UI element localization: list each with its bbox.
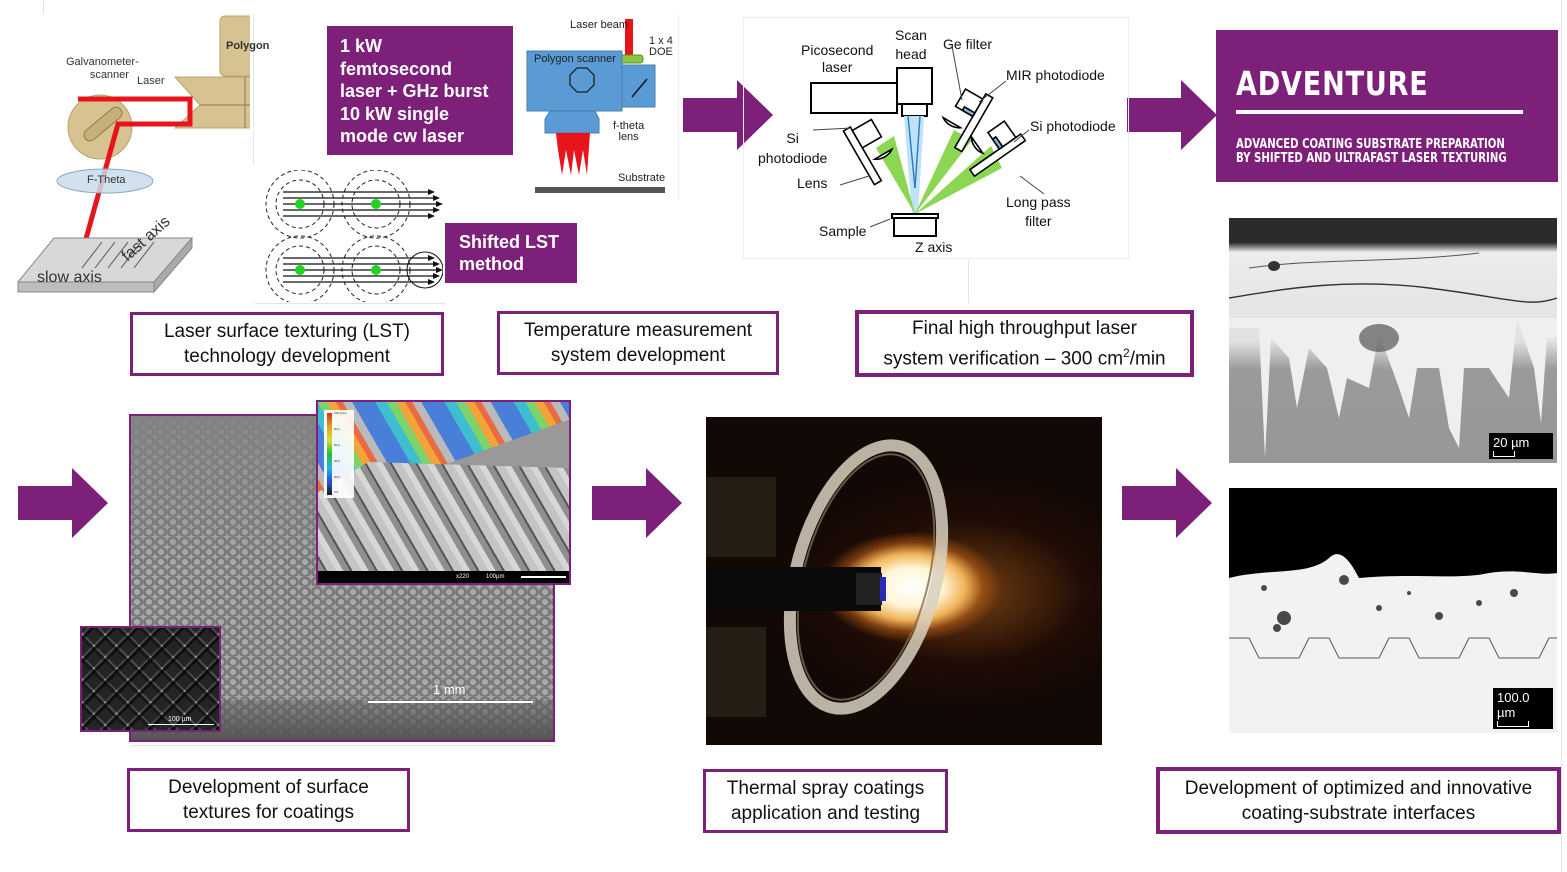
micrograph-sharp-interface: 20 µm <box>1229 218 1557 463</box>
slow-axis-label: slow axis <box>37 269 102 286</box>
main-scale-bar <box>368 701 533 703</box>
scale-bar-20um: 20 µm <box>1489 433 1553 459</box>
polygon-prism <box>173 76 312 129</box>
lst-point-2 <box>371 199 381 209</box>
arrow-right-icon <box>1127 80 1217 150</box>
micrograph-textured-interface: 100.0 µm <box>1229 488 1557 733</box>
long-pass-filter-label: Long pass filter <box>1006 194 1071 229</box>
shifted-lst-diagram <box>258 169 444 305</box>
divider <box>253 14 254 164</box>
picosecond-laser-body <box>810 82 898 114</box>
sample-label: Sample <box>819 223 867 239</box>
arrow-right-icon <box>592 468 682 538</box>
mir-photodiode-label: MIR photodiode <box>1006 67 1105 83</box>
substrate-plate <box>535 187 665 193</box>
project-subtitle: ADVANCED COATING SUBSTRATE PREPARATION B… <box>1236 137 1507 166</box>
caption-final-verification: Final high throughput laser system verif… <box>855 310 1194 377</box>
lst-scanning-diagram: Polygon Galvanometer- scanner Laser F-Th… <box>10 10 312 300</box>
lst-point-4 <box>371 265 381 275</box>
divider <box>255 303 445 304</box>
polygon-scanner-illustration <box>526 19 665 193</box>
laser-beam-path <box>78 96 193 254</box>
caption-lst-development: Laser surface texturing (LST) technology… <box>130 312 444 376</box>
shifted-lst-points <box>295 199 381 275</box>
main-scale-label: 1 mm <box>433 682 466 697</box>
thermal-spray-photo <box>706 417 1102 745</box>
laser-beam <box>625 19 633 55</box>
colormap-legend: 100,0 µm 80,0 60,0 40,0 20,0 0,0 <box>324 410 354 498</box>
divider <box>130 745 555 746</box>
substrate-label: Substrate <box>618 172 666 184</box>
temperature-measurement-diagram: Picosecond laser Scan head Ge filter MIR… <box>743 17 1129 259</box>
arrow-right-icon <box>18 468 108 538</box>
project-title-banner: ADVENTURE ADVANCED COATING SUBSTRATE PRE… <box>1216 30 1558 182</box>
lens-label: Lens <box>797 175 828 191</box>
spray-gun-illustration <box>706 439 949 717</box>
arrow-right-icon <box>1122 468 1212 538</box>
caption-coating-interfaces: Development of optimized and innovative … <box>1156 767 1561 834</box>
galvanometer-label: Galvanometer- scanner <box>66 56 139 81</box>
lst-point-1 <box>295 199 305 209</box>
caption-temperature-development: Temperature measurement system developme… <box>497 311 779 375</box>
z-axis-stage <box>893 217 937 237</box>
caption-thermal-spray: Thermal spray coatings application and t… <box>703 769 948 833</box>
scan-head-label: Scan head <box>895 27 927 62</box>
temperature-setup-illustration <box>810 45 1045 237</box>
title-underline <box>1236 110 1523 114</box>
polygon-scanner-diagram: Laser beam 1 x 4 DOE Polygon scanner f-t… <box>525 15 679 199</box>
polygon-label: Polygon <box>226 40 270 52</box>
arrow-right-icon <box>683 80 773 150</box>
laser-beamlets <box>556 133 590 175</box>
picosecond-laser-label: Picosecond laser <box>801 42 874 75</box>
colormap-info-bar: x220 100µm <box>318 571 569 583</box>
inset-scale-label: 100 µm <box>168 716 192 723</box>
shifted-lst-method-box: Shifted LST method <box>445 223 577 283</box>
polygon-mirror <box>569 67 595 93</box>
scan-head-body <box>896 67 933 105</box>
divider <box>43 0 44 14</box>
lst-point-3 <box>295 265 305 275</box>
doe-label: 1 x 4 DOE <box>649 35 673 58</box>
divider <box>1561 0 1562 872</box>
laser-label: Laser <box>137 75 165 87</box>
project-title: ADVENTURE <box>1236 64 1429 103</box>
si-photodiode-left-label: Si photodiode <box>758 130 828 166</box>
height-colormap-inset: 100,0 µm 80,0 60,0 40,0 20,0 0,0 x220 10… <box>316 400 571 585</box>
shifted-lst-illustration <box>265 169 444 305</box>
f-theta-label: f-theta lens <box>613 120 645 143</box>
z-axis-label: Z axis <box>915 239 953 255</box>
ge-filter-label: Ge filter <box>943 36 993 52</box>
f-theta-lens <box>56 168 154 194</box>
caption-surface-textures: Development of surface textures for coat… <box>127 768 410 832</box>
si-photodiode-right-label: Si photodiode <box>1030 118 1116 134</box>
scale-bar-100um: 100.0 µm <box>1493 688 1553 729</box>
pillar-texture-inset: 100 µm <box>80 626 221 732</box>
f-theta-label: F-Theta <box>87 174 126 186</box>
polygon-scanner-label: Polygon scanner <box>534 53 616 65</box>
laser-spec-box: 1 kW femtosecond laser + GHz burst 10 kW… <box>327 26 513 155</box>
f-theta-lens-block <box>544 110 600 134</box>
laser-beam-label: Laser beam <box>570 19 629 31</box>
divider <box>968 260 969 303</box>
